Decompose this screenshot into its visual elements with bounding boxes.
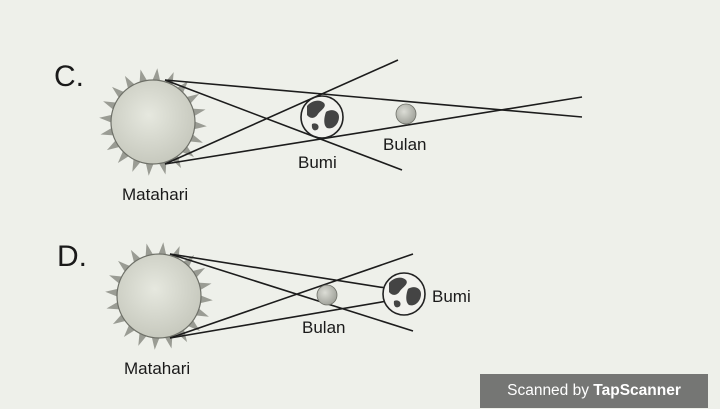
ray-c-1 [164,79,583,118]
sun-ray-c [145,161,155,176]
moon-c [395,103,417,125]
sun-ray-d [198,294,213,304]
ray-c-4 [164,59,399,165]
earth-label-d: Bumi [432,287,471,306]
sun-label-c: Matahari [122,185,188,204]
ray-c-3 [164,79,403,171]
sun-ray-d [157,242,167,257]
rays-c [164,59,583,171]
ray-d-3 [169,253,406,292]
panel-d: D. Bumi Bulan Matahari [57,240,471,378]
sun-disc-d [116,253,202,339]
ray-d-1 [169,253,414,332]
moon-label-d: Bulan [302,318,345,337]
sun-rays-d [105,242,213,350]
sun-ray-c [192,120,207,130]
sun-ray-c [99,114,114,124]
earth-d [382,272,426,316]
earth-land-d-1 [389,277,407,295]
option-label-c: C. [54,60,84,93]
sun-disc-c [110,79,196,165]
moon-label-c: Bulan [383,135,426,154]
watermark-prefix: Scanned by [507,382,589,399]
sun-ray-d [105,288,120,298]
moon-d [316,284,338,306]
ray-d-4 [169,297,406,339]
sun-c [99,68,207,176]
earth-land-d-3 [393,300,401,308]
sun-ray-d [151,335,161,350]
earth-land-c-2 [324,110,339,129]
earth-land-c-1 [307,100,325,118]
panel-c: C. Bumi Bulan Matahari [54,59,583,204]
sun-label-d: Matahari [124,359,190,378]
sun-ray-c [151,68,161,83]
earth-land-d-2 [406,287,421,306]
watermark-brand: TapScanner [593,382,681,399]
option-label-d: D. [57,240,87,273]
earth-label-c: Bumi [298,153,337,172]
rays-d [169,253,414,339]
scanner-watermark: Scanned by TapScanner [480,374,708,408]
sun-d [105,242,213,350]
earth-c [300,95,344,139]
earth-land-c-3 [311,123,319,131]
ray-c-2 [164,96,583,165]
ray-d-2 [169,253,414,339]
